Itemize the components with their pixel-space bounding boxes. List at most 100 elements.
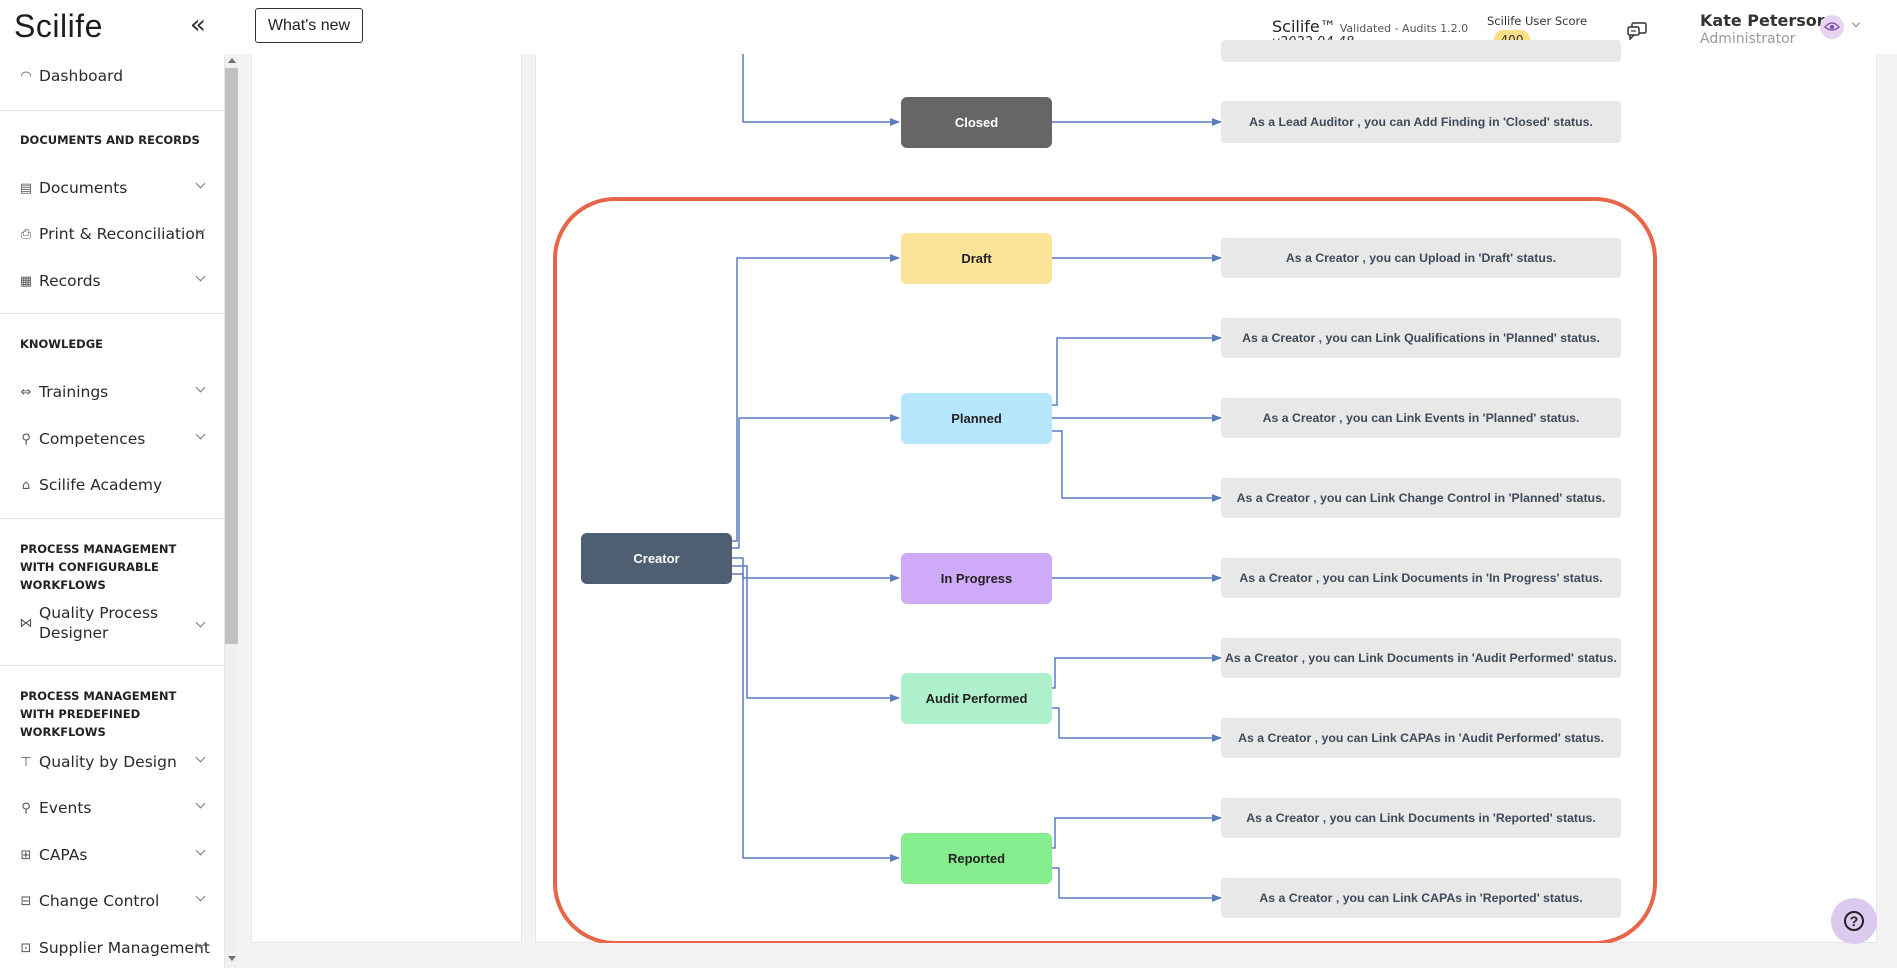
section-knowledge: KNOWLEDGE xyxy=(20,337,104,351)
sidebar-item-print-reconciliation[interactable]: ⎙ Print & Reconciliation xyxy=(18,222,210,246)
sidebar-item-label: Change Control xyxy=(39,892,160,910)
graduation-cap-icon: ⌂ xyxy=(21,477,31,493)
desc-box: As a Creator , you can Link CAPAs in 'Re… xyxy=(1221,878,1621,918)
sidebar-scrollbar-thumb[interactable] xyxy=(225,68,238,644)
help-circle-icon: ? xyxy=(1844,911,1864,931)
sidebar-item-label: Events xyxy=(39,799,92,817)
design-icon: ⊤ xyxy=(20,754,32,770)
desc-box: As a Lead Auditor , you can Add Finding … xyxy=(1221,101,1621,143)
sidebar-item-dashboard[interactable]: ◠ Dashboard xyxy=(18,64,210,88)
sidebar-item-events[interactable]: ⚲ Events xyxy=(18,796,210,820)
connector-planned-desc-3 xyxy=(1052,430,1222,502)
chevron-down-icon xyxy=(195,178,206,189)
sidebar-item-label: Quality Process Designer xyxy=(39,604,159,642)
competence-icon: ⚲ xyxy=(21,431,31,447)
desc-box: As a Creator , you can Link Documents in… xyxy=(1221,558,1621,598)
connector-to-closed xyxy=(742,54,900,126)
sidebar-item-scilife-academy[interactable]: ⌂ Scilife Academy xyxy=(18,473,210,497)
change-control-icon: ⊟ xyxy=(20,893,32,909)
sidebar-item-quality-by-design[interactable]: ⊤ Quality by Design xyxy=(18,750,210,774)
sidebar-item-trainings[interactable]: ⇔ Trainings xyxy=(18,380,210,404)
connector-creator-planned xyxy=(732,414,900,549)
sidebar-item-quality-process-designer[interactable]: ⋈ Quality Process Designer xyxy=(18,603,210,643)
sidebar-item-label: Print & Reconciliation xyxy=(39,225,205,243)
status-node-planned[interactable]: Planned xyxy=(901,393,1052,444)
divider xyxy=(0,110,224,111)
dashboard-icon: ◠ xyxy=(20,68,32,84)
chevron-down-icon xyxy=(195,891,206,902)
user-role: Administrator xyxy=(1700,31,1796,47)
desc-box: As a Creator , you can Link Documents in… xyxy=(1221,798,1621,838)
chevron-down-icon xyxy=(195,845,206,856)
pin-icon: ⚲ xyxy=(21,800,31,816)
desc-box: As a Creator , you can Link Documents in… xyxy=(1221,638,1621,678)
sidebar-item-label: Competences xyxy=(39,430,146,448)
connector-reported-desc-2 xyxy=(1052,867,1222,902)
sidebar-item-label: CAPAs xyxy=(39,846,88,864)
divider xyxy=(0,313,224,314)
connector-reported-desc-1 xyxy=(1052,814,1222,849)
status-node-closed[interactable]: Closed xyxy=(901,97,1052,148)
status-node-audit-performed[interactable]: Audit Performed xyxy=(901,673,1052,724)
section-predefined-workflows: PROCESS MANAGEMENT WITH PREDEFINED WORKF… xyxy=(20,689,177,739)
connector-creator-audit-performed xyxy=(732,565,900,702)
desc-box: As a Creator , you can Link Change Contr… xyxy=(1221,478,1621,518)
desc-box-partial xyxy=(1221,40,1621,62)
connector-lines xyxy=(732,54,1222,902)
divider xyxy=(0,518,224,519)
document-icon: ▤ xyxy=(19,180,33,196)
connector-audit-desc-2 xyxy=(1052,707,1222,742)
dumbbell-icon: ⇔ xyxy=(20,384,32,400)
avatar[interactable] xyxy=(1820,15,1844,39)
sidebar-item-change-control[interactable]: ⊟ Change Control xyxy=(18,889,210,913)
connector-creator-draft xyxy=(732,254,900,542)
sidebar: Scilife « ◠ Dashboard DOCUMENTS AND RECO… xyxy=(0,0,225,968)
chevron-down-icon xyxy=(195,429,206,440)
status-node-reported[interactable]: Reported xyxy=(901,833,1052,884)
user-name[interactable]: Kate Peterson xyxy=(1700,11,1829,30)
desc-box: As a Creator , you can Link CAPAs in 'Au… xyxy=(1221,718,1621,758)
divider xyxy=(0,665,224,666)
printer-icon: ⎙ xyxy=(20,226,32,242)
help-button[interactable]: ? xyxy=(1831,898,1877,944)
desc-box: As a Creator , you can Upload in 'Draft'… xyxy=(1221,238,1621,278)
sidebar-item-label: Quality by Design xyxy=(39,753,177,771)
sidebar-item-competences[interactable]: ⚲ Competences xyxy=(18,427,210,451)
sidebar-item-label: Supplier Management xyxy=(39,939,210,957)
chevron-down-icon xyxy=(195,271,206,282)
desc-box: As a Creator , you can Link Events in 'P… xyxy=(1221,398,1621,438)
sidebar-item-label: Trainings xyxy=(39,383,109,401)
connector-planned-desc-1 xyxy=(1052,334,1222,406)
sidebar-item-capas[interactable]: ⊞ CAPAs xyxy=(18,843,210,867)
chat-bubbles-icon[interactable] xyxy=(1627,22,1647,40)
app-name-text: Scilife™ xyxy=(1272,17,1336,36)
workflow-icon: ⋈ xyxy=(19,615,33,631)
supplier-icon: ⊡ xyxy=(20,940,32,956)
double-chevron-left-icon[interactable]: « xyxy=(190,10,206,40)
role-node-creator[interactable]: Creator xyxy=(581,533,732,584)
capa-icon: ⊞ xyxy=(20,847,32,863)
chevron-down-icon xyxy=(195,382,206,393)
scilife-logo[interactable]: Scilife xyxy=(14,8,103,44)
eye-icon xyxy=(1824,22,1840,31)
sidebar-item-records[interactable]: ▦ Records xyxy=(18,269,210,293)
records-icon: ▦ xyxy=(19,273,33,289)
app-validated-text: Validated - Audits 1.2.0 xyxy=(1339,22,1469,35)
sidebar-item-label: Records xyxy=(39,272,101,290)
sidebar-item-documents[interactable]: ▤ Documents xyxy=(18,176,210,200)
section-configurable-workflows: PROCESS MANAGEMENT WITH CONFIGURABLE WOR… xyxy=(20,542,177,592)
scroll-up-arrow-icon[interactable] xyxy=(228,58,236,63)
scroll-down-arrow-icon[interactable] xyxy=(228,956,236,961)
sidebar-item-label: Documents xyxy=(39,179,128,197)
connector-creator-reported xyxy=(732,573,900,862)
status-node-draft[interactable]: Draft xyxy=(901,233,1052,284)
user-score-label: Scilife User Score xyxy=(1487,14,1588,28)
sidebar-item-label: Scilife Academy xyxy=(39,476,163,494)
highlight-outline xyxy=(553,197,1657,943)
connector-audit-desc-1 xyxy=(1052,654,1222,689)
sidebar-item-supplier-management[interactable]: ⊡ Supplier Management xyxy=(18,936,210,960)
status-node-in-progress[interactable]: In Progress xyxy=(901,553,1052,604)
chevron-down-icon xyxy=(195,752,206,763)
whats-new-button[interactable]: What's new xyxy=(255,8,363,43)
